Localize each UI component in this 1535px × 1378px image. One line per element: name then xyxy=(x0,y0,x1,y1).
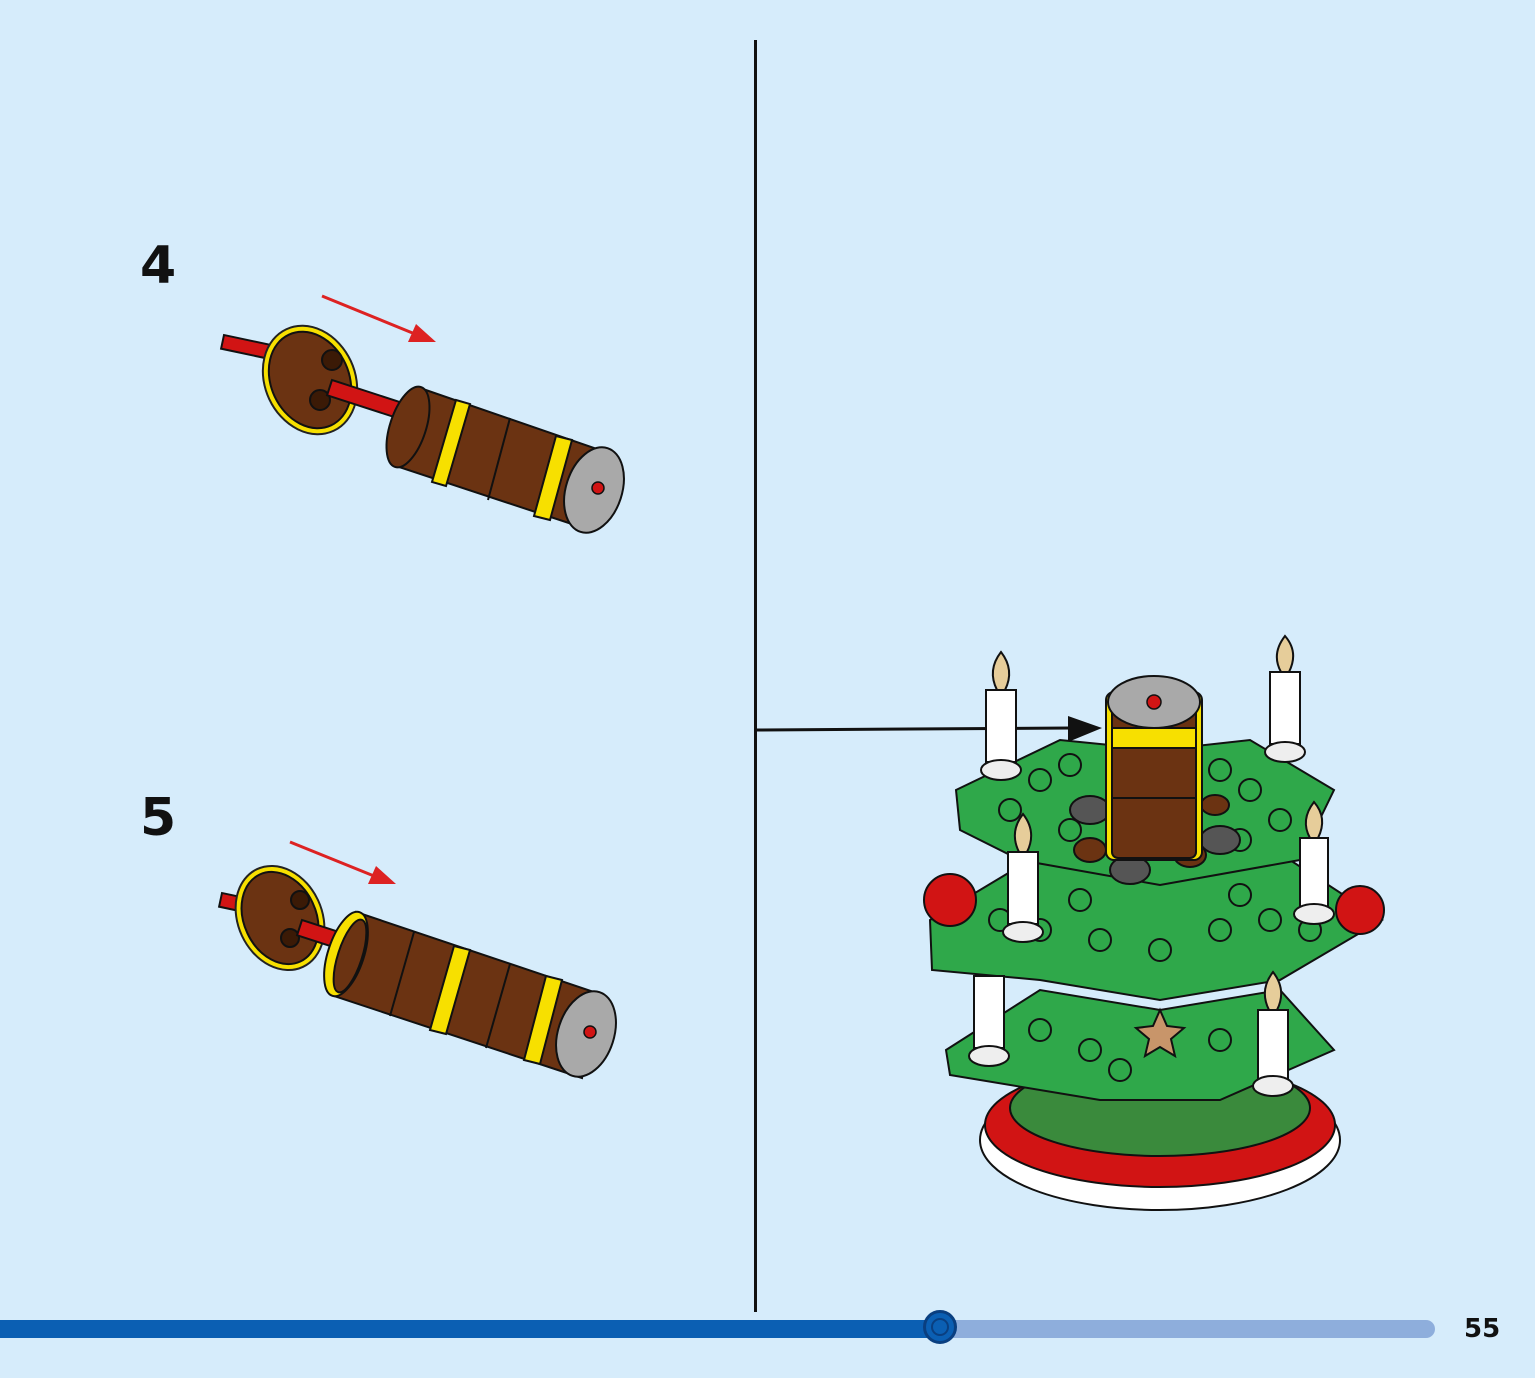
candle-icon xyxy=(1264,634,1306,763)
cylinder-stack-part-icon xyxy=(323,910,617,1080)
step-divider xyxy=(754,40,757,1312)
motion-arrow-icon xyxy=(321,294,436,342)
step-5-number: 5 xyxy=(140,788,177,848)
step-4-illustration xyxy=(219,294,625,534)
tree-tier-bottom-icon xyxy=(944,988,1336,1101)
ornament-ball-icon xyxy=(923,873,977,927)
candle-icon xyxy=(1002,812,1044,943)
trunk-cylinder-icon xyxy=(1105,675,1203,861)
motion-arrow-icon xyxy=(289,840,396,884)
candle-icon xyxy=(1252,970,1294,1097)
step-5-illustration xyxy=(217,840,617,1080)
round-plate-part-icon xyxy=(261,324,414,436)
candle-icon xyxy=(1293,800,1335,925)
progress-bar-fill xyxy=(0,1320,940,1338)
candle-icon xyxy=(980,650,1022,781)
pointer-arrow-icon xyxy=(1068,716,1102,742)
star-ornament-icon xyxy=(1133,1007,1187,1059)
candle-icon xyxy=(968,975,1010,1067)
round-plate-part-icon xyxy=(234,864,361,972)
ornament-ball-icon xyxy=(1335,885,1385,935)
tree-tier-middle-icon xyxy=(923,858,1385,1002)
christmas-tree-model-illustration xyxy=(923,634,1385,1211)
progress-indicator-icon xyxy=(922,1310,957,1344)
cylinder-stack-part-icon xyxy=(385,385,625,534)
progress-bar xyxy=(0,1310,1435,1344)
placement-pointer xyxy=(755,716,1102,742)
step-4-number: 4 xyxy=(140,236,177,296)
page-number: 55 xyxy=(1464,1314,1501,1344)
